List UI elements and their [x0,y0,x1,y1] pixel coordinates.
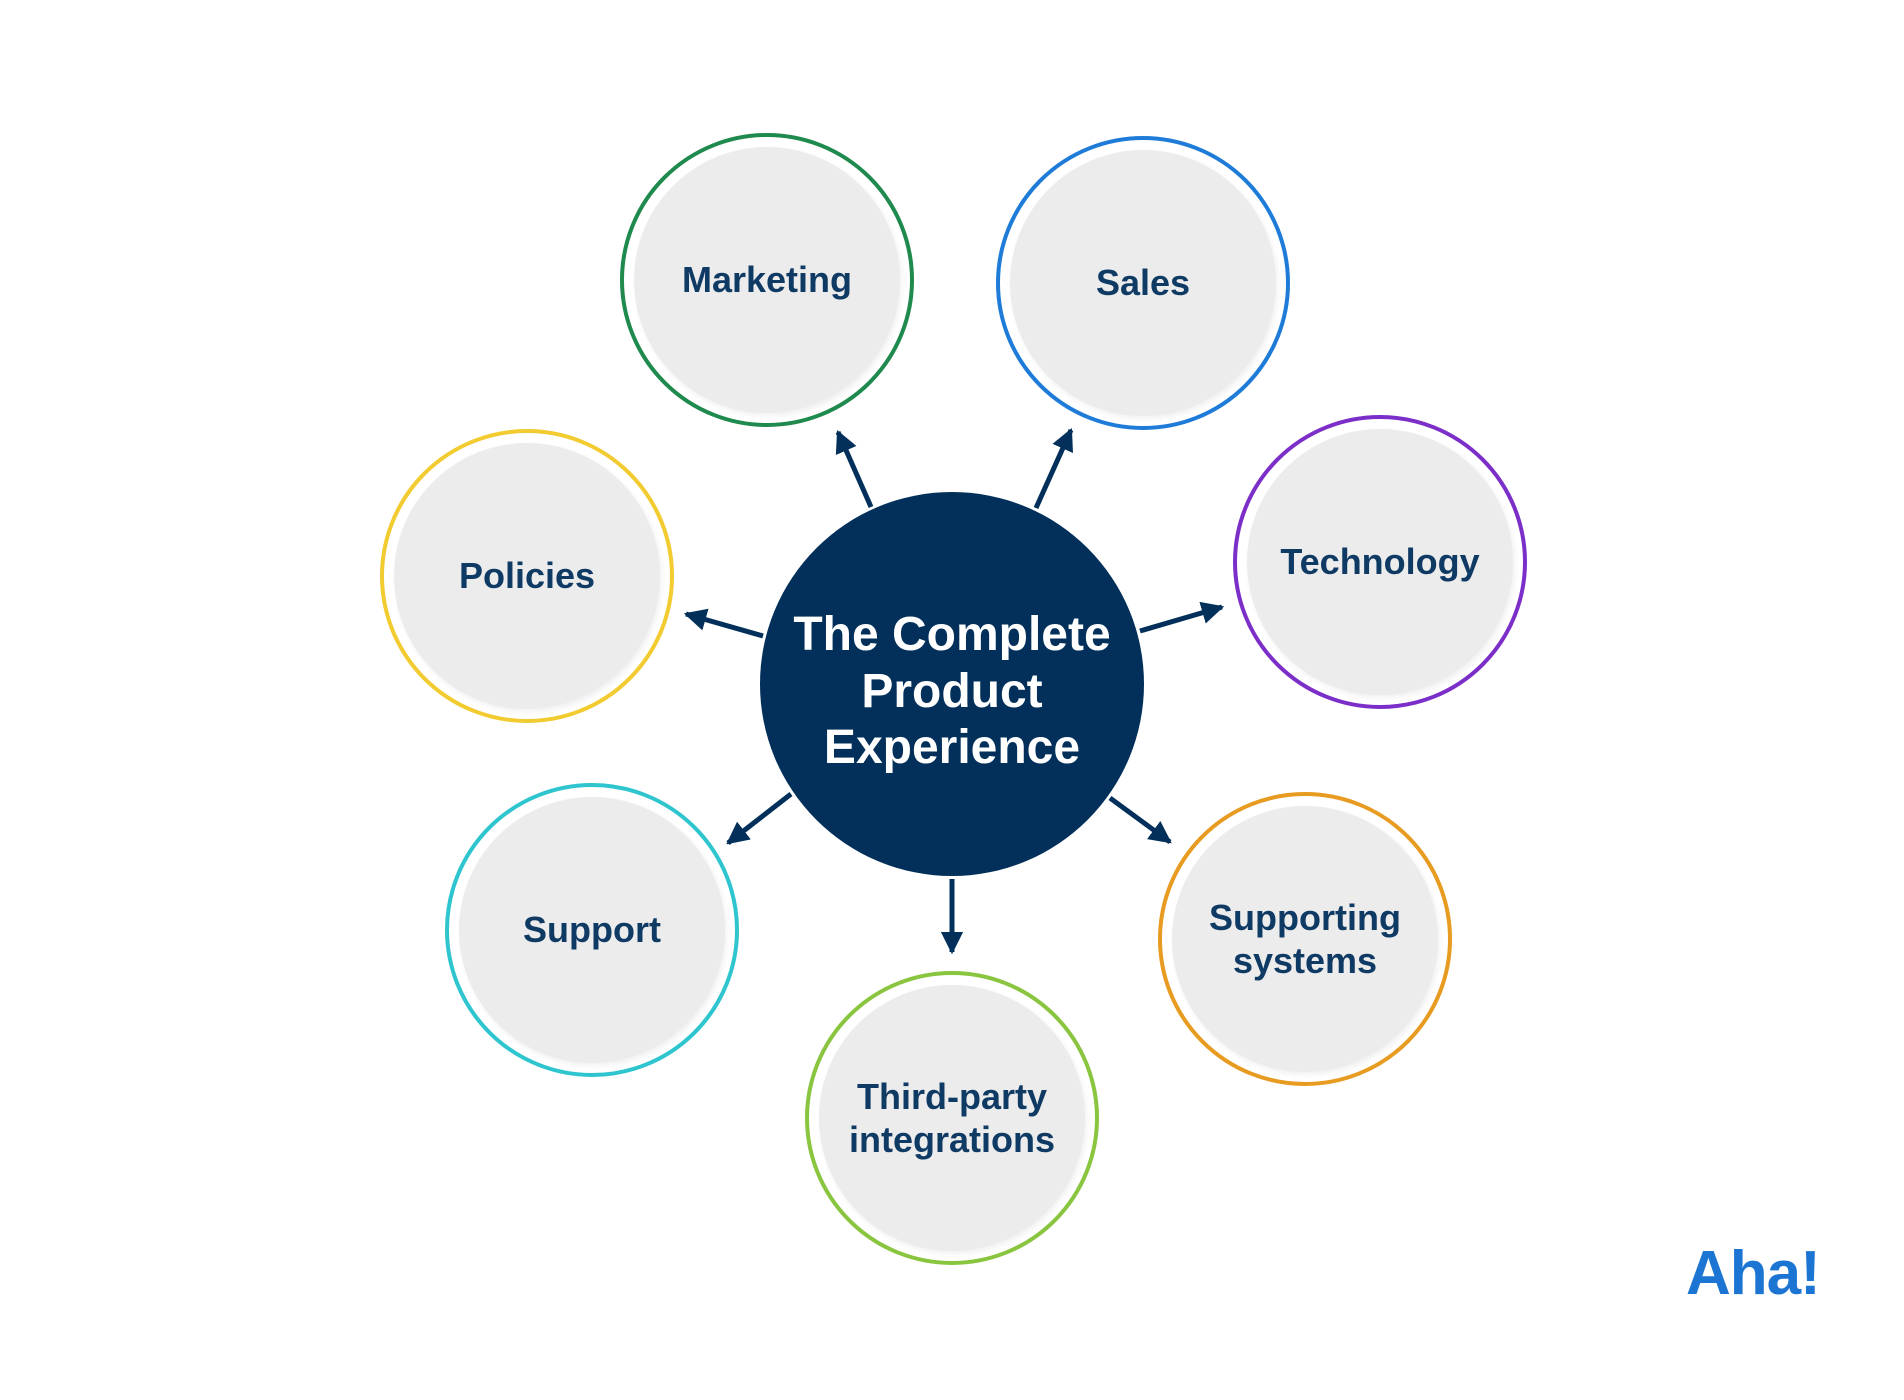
hub-label: The Complete Product Experience [793,608,1111,775]
node-third-party-integrations: Third-party integrations [805,971,1099,1265]
aha-logo: Aha! [1686,1239,1821,1308]
node-fill [1010,150,1276,416]
hub-circle: The Complete Product Experience [760,492,1144,876]
node-label-supporting-systems: Supporting systems [1209,896,1401,981]
node-label-technology: Technology [1280,541,1480,583]
arrow-to-marketing [835,429,874,509]
node-label-policies: Policies [458,555,596,597]
node-fill [1172,806,1438,1072]
node-technology: Technology [1233,415,1527,709]
node-supporting-systems: Supporting systems [1158,792,1452,1086]
node-fill [394,443,660,709]
node-marketing: Marketing [620,133,914,427]
node-policies: Policies [380,429,674,723]
node-label-third-party-integrations: Third-party integrations [848,1075,1055,1160]
arrow-to-sales [1033,427,1074,510]
node-fill [634,147,900,413]
arrow-to-supporting-systems [1108,795,1172,845]
node-label-support: Support [523,909,661,951]
node-sales: Sales [996,136,1290,430]
node-support: Support [445,783,739,1077]
node-fill [819,985,1085,1251]
arrow-to-technology [1139,601,1225,634]
node-fill [459,797,725,1063]
node-label-marketing: Marketing [681,259,853,301]
node-fill [1247,429,1513,695]
arrow-to-policies [683,608,764,639]
arrow-to-support [726,792,793,845]
node-label-sales: Sales [1095,262,1191,304]
